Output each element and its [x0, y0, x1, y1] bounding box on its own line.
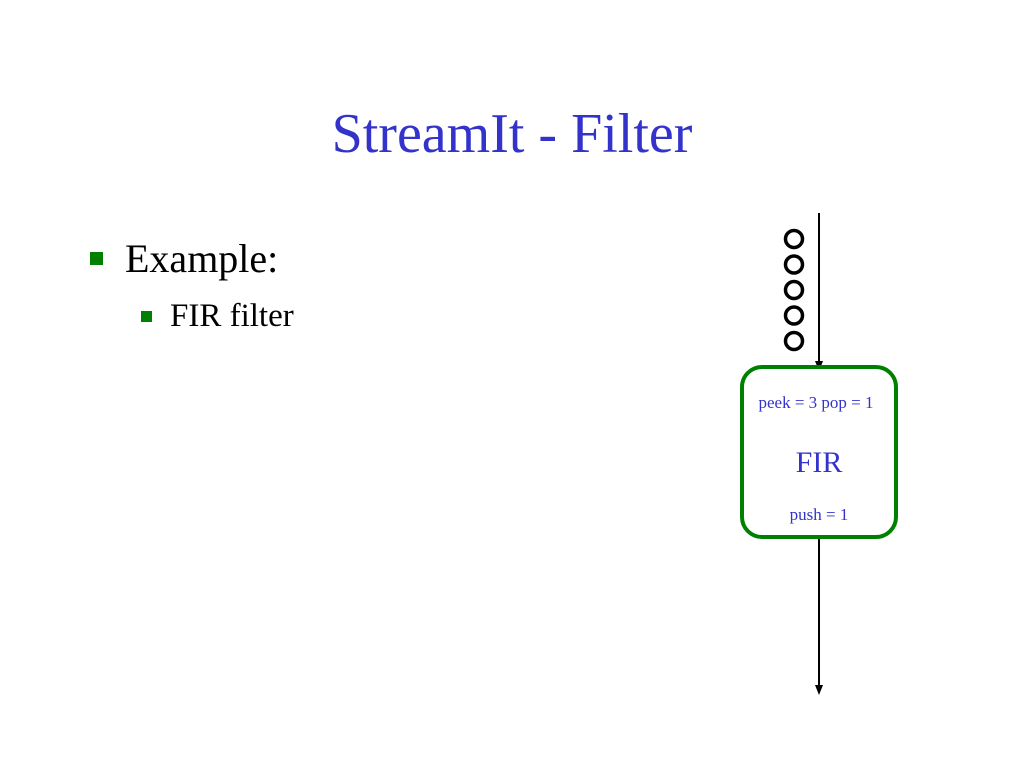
input-queue — [783, 228, 805, 352]
filter-input-rates: peek = 3 pop = 1 — [758, 393, 873, 412]
sub-bullet-text: FIR filter — [170, 297, 294, 334]
queue-item — [783, 330, 805, 352]
filter-box — [740, 365, 898, 539]
bullet-text: Example: — [125, 235, 279, 281]
queue-item — [783, 279, 805, 301]
sub-bullet-fir-filter: FIR filter — [141, 296, 294, 336]
square-bullet-icon — [141, 310, 152, 322]
square-bullet-icon — [90, 251, 103, 265]
queue-item — [783, 254, 805, 275]
queue-item — [783, 228, 805, 250]
filter-output-rates: push = 1 — [790, 505, 849, 524]
slide-title: StreamIt - Filter — [331, 103, 693, 165]
queue-item — [783, 305, 805, 326]
filter-name: FIR — [796, 446, 843, 479]
bullet-example: Example: — [90, 234, 278, 282]
